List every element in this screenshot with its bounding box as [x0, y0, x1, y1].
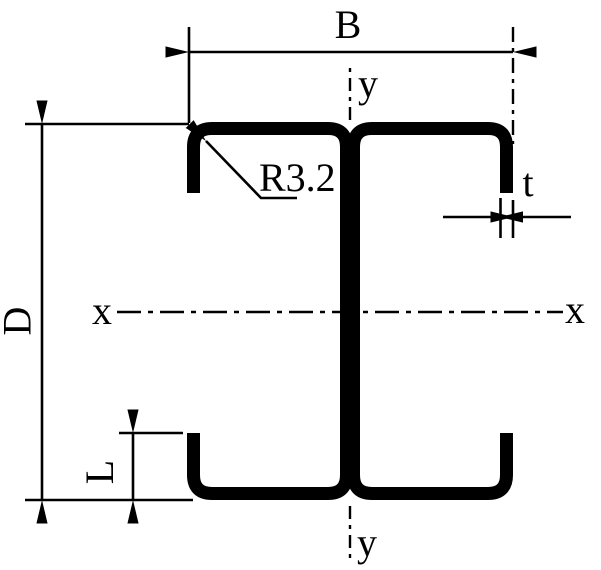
depth-dimension-label: D: [0, 307, 40, 336]
radius-leader-line: [185, 120, 297, 200]
thickness-dimension-label: t: [522, 160, 533, 205]
y-axis-label-top: y: [358, 61, 378, 106]
y-axis-label-bottom: y: [357, 520, 377, 565]
width-dimension-label: B: [335, 2, 362, 47]
x-axis-label-right: x: [565, 287, 585, 332]
x-axis-label-left: x: [92, 288, 112, 333]
corner-radius-label: R3.2: [259, 155, 336, 200]
lip-dimension-label: L: [77, 460, 122, 484]
